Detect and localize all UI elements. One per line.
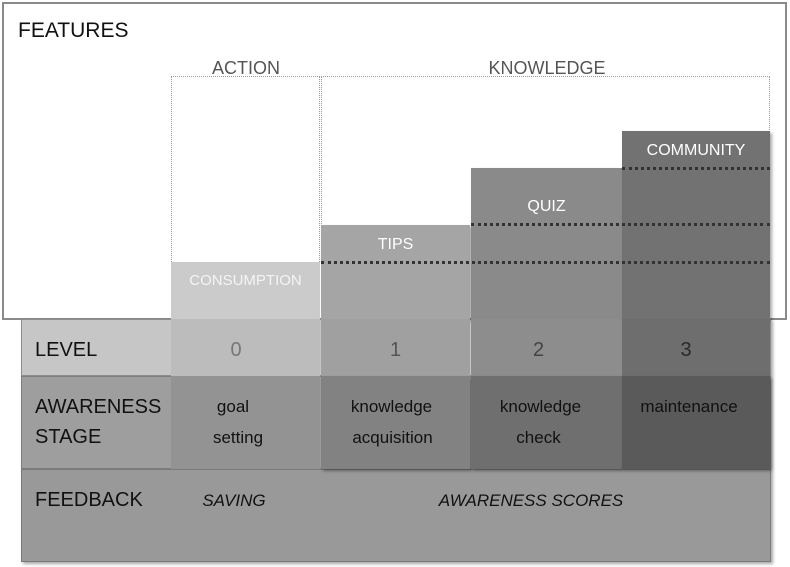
stage-3-line1: maintenance [640,397,738,416]
level-value-2: 2 [532,339,545,361]
col0-feature-block [171,262,320,319]
stage-0-line1: goal [216,397,250,416]
features-title: FEATURES [18,19,129,42]
group-action-label: ACTION [211,58,280,78]
col1-feature-block [321,225,470,319]
feature-tips: TIPS [377,236,414,253]
feature-consumption: CONSUMPTION [189,272,302,289]
stage-1-line2: acquisition [352,428,433,447]
feature-community: COMMUNITY [646,142,746,159]
quiz-separator [471,223,770,226]
level-label: LEVEL [35,339,98,361]
feedback-label: FEEDBACK [35,489,143,511]
col2-feature-block [471,168,622,319]
feedback-awareness-scores: AWARENESS SCORES [438,491,624,510]
community-separator [622,167,770,170]
stage-1-line1: knowledge [350,397,433,416]
feature-quiz: QUIZ [527,198,566,215]
col2-level-cell [471,319,622,376]
level-value-1: 1 [389,339,402,361]
awareness-label-line1: AWARENESS [35,396,162,418]
col2-awareness-cell [471,376,622,469]
stage-2-line1: knowledge [499,397,582,416]
group-knowledge-label: KNOWLEDGE [488,58,606,78]
awareness-label-line2: STAGE [35,426,102,448]
col1-level-cell [321,319,470,376]
feedback-saving: SAVING [202,491,266,510]
stage-0-line2: setting [212,428,264,447]
tips-separator [321,261,770,264]
level-value-0: 0 [230,339,242,361]
col3-level-cell [622,319,770,376]
col1-awareness-cell [321,376,470,469]
col0-level-cell [171,319,320,376]
col3-awareness-cell [622,376,770,469]
feedback-row [21,469,771,562]
level-value-3: 3 [680,339,692,361]
col0-awareness-cell [171,376,320,469]
stage-2-line2: check [516,428,561,447]
